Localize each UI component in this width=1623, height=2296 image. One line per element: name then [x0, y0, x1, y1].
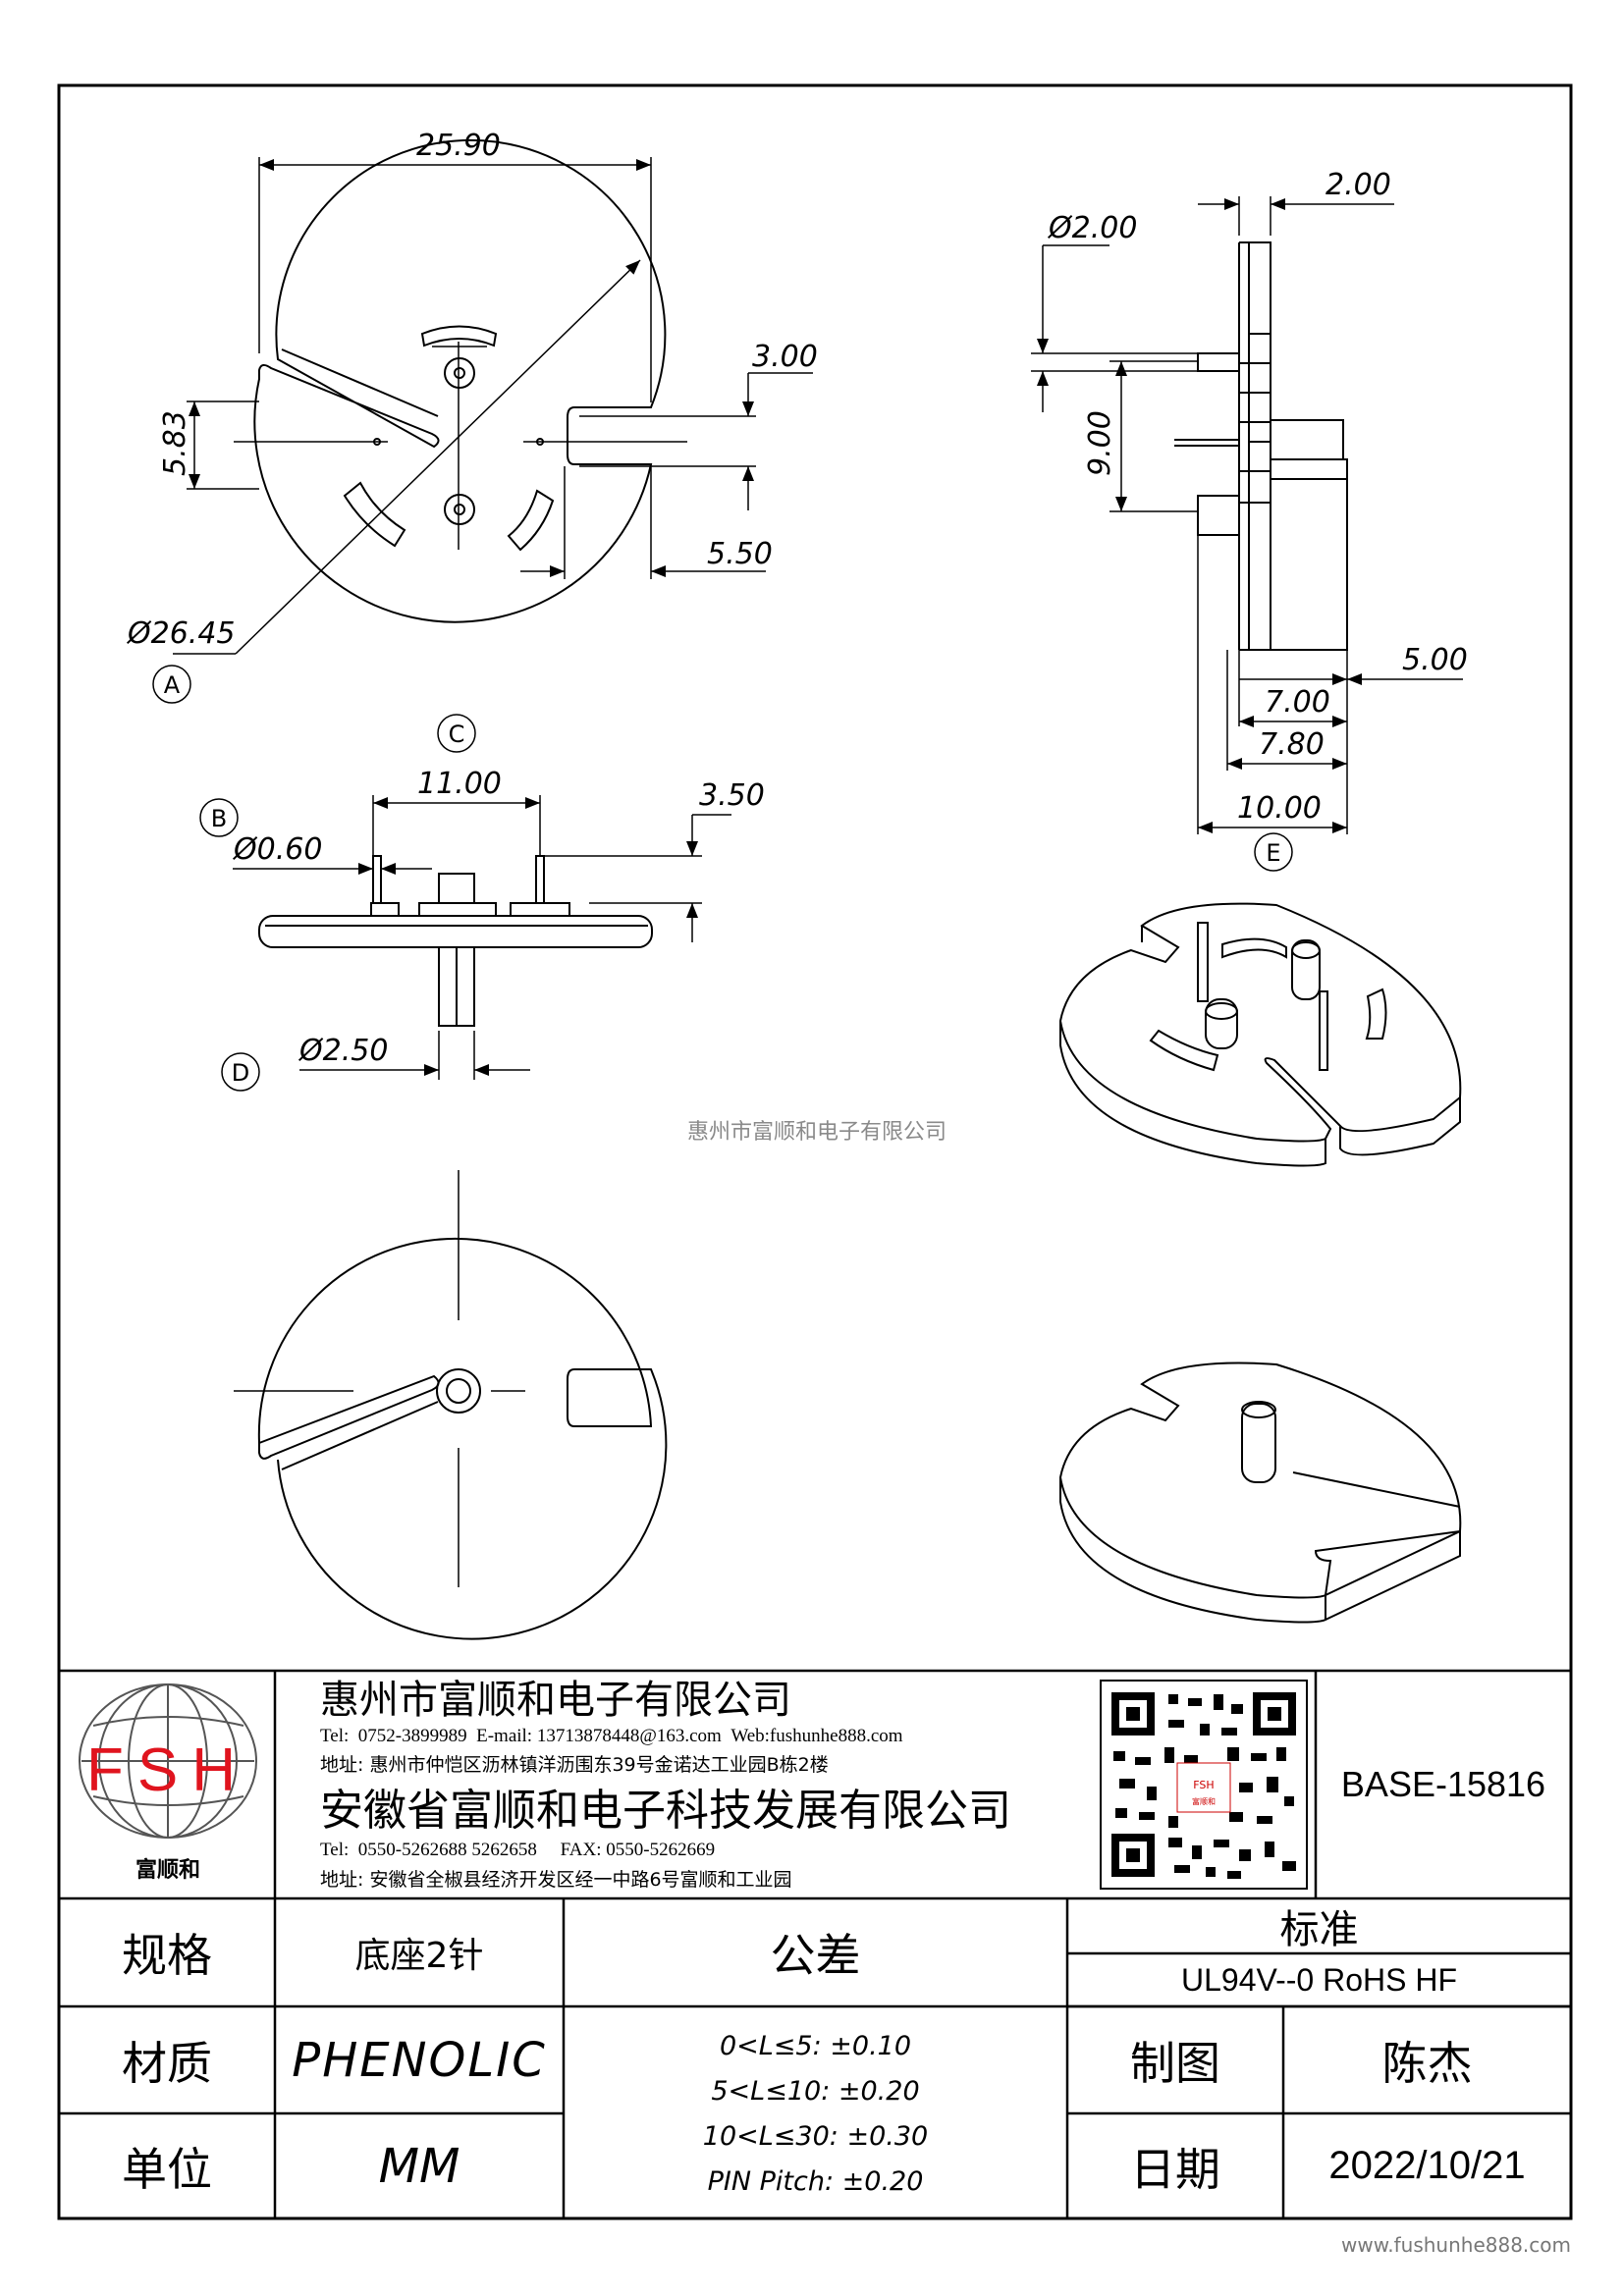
dim-5-00: 5.00 — [1402, 643, 1468, 677]
sheet-border — [57, 83, 1573, 2220]
logo-letters: FSH — [86, 1736, 249, 1804]
marker-c-circle — [437, 714, 476, 753]
qr-logo-caption: 富顺和 — [1192, 1796, 1216, 1806]
company1-contact: Tel: 0752-3899989 E-mail: 13713878448@16… — [320, 1724, 1086, 1749]
marker-a-circle — [152, 665, 191, 704]
part-number: BASE-15816 — [1340, 1764, 1546, 1804]
top-view-centerlines — [173, 259, 687, 655]
company1-web: Web:fushunhe888.com — [730, 1726, 903, 1746]
unit-value: MM — [378, 2138, 460, 2194]
material-value: PHENOLIC — [292, 2032, 547, 2088]
marker-a: A — [164, 671, 181, 699]
company1-tel-label: Tel: — [320, 1726, 350, 1746]
bottom-view-centerlines — [234, 1170, 525, 1587]
side-view-dimensions — [1031, 196, 1463, 834]
drawn-value: 陈杰 — [1381, 2036, 1473, 2090]
material-label: 材质 — [122, 2036, 212, 2090]
company-logo — [79, 1683, 257, 1839]
watermark: 惠州市富顺和电子有限公司 — [687, 1120, 947, 1145]
front-view — [258, 855, 653, 1027]
company2-name: 安徽省富顺和电子科技发展有限公司 — [320, 1786, 1011, 1836]
dim-pin-dia: Ø2.00 — [1047, 211, 1137, 245]
tolerance-label: 公差 — [770, 1929, 861, 1982]
dim-front-height: 3.50 — [699, 778, 765, 813]
company1-address: 地址: 惠州市仲恺区沥林镇洋沥围东39号金诺达工业园B栋2楼 — [320, 1753, 829, 1776]
marker-b-circle — [199, 798, 239, 837]
dim-side-thickness: 2.00 — [1325, 168, 1391, 202]
company2-fax: FAX: 0550-5262669 — [560, 1840, 716, 1860]
spec-label: 规格 — [122, 1929, 212, 1982]
tolerance-2: 5<L≤10: ±0.20 — [711, 2075, 920, 2107]
marker-c: C — [449, 721, 465, 748]
date-value: 2022/10/21 — [1328, 2144, 1526, 2187]
tolerance-3: 10<L≤30: ±0.30 — [702, 2120, 929, 2152]
drawn-label: 制图 — [1130, 2036, 1220, 2090]
company2-tel: 0550-5262688 5262658 — [357, 1840, 537, 1860]
company2-address: 地址: 安徽省全椒县经济开发区经一中路6号富顺和工业园 — [320, 1868, 792, 1891]
company1-name: 惠州市富顺和电子有限公司 — [320, 1678, 791, 1723]
dim-post-dia: Ø2.50 — [298, 1034, 388, 1068]
company2-contact: Tel: 0550-5262688 5262658 FAX: 0550-5262… — [320, 1838, 1086, 1863]
logo-caption: 富顺和 — [135, 1857, 200, 1883]
company1-tel: 0752-3899989 — [357, 1726, 467, 1746]
top-view-dimensions — [187, 157, 813, 579]
qr-logo-letters: FSH — [1193, 1779, 1214, 1791]
dim-notch-width: 5.50 — [707, 537, 773, 571]
tolerance-1: 0<L≤5: ±0.10 — [719, 2030, 912, 2061]
dim-front-pitch: 11.00 — [417, 767, 502, 801]
dim-7-00: 7.00 — [1265, 685, 1330, 720]
standard-label: 标准 — [1279, 1907, 1359, 1952]
footer-url: www.fushunhe888.com — [1341, 2233, 1571, 2257]
front-view-dimensions — [233, 795, 731, 1080]
iso-view-bottom — [1058, 1362, 1462, 1624]
dim-7-80: 7.80 — [1259, 727, 1325, 762]
dim-slot-width: 3.00 — [752, 340, 818, 374]
dim-left-offset: 5.83 — [158, 410, 192, 476]
marker-e: E — [1266, 839, 1280, 867]
dim-diameter: Ø26.45 — [126, 616, 236, 651]
dim-10-00: 10.00 — [1237, 791, 1322, 826]
bottom-view — [257, 1237, 668, 1640]
dim-top-width: 25.90 — [416, 129, 501, 163]
marker-d-circle — [221, 1052, 260, 1092]
spec-value: 底座2针 — [354, 1936, 484, 1976]
iso-view-top — [1058, 902, 1462, 1167]
company2-tel-label: Tel: — [320, 1840, 350, 1860]
title-block-grid — [59, 1669, 1571, 2218]
side-view — [1174, 241, 1348, 651]
tolerance-4: PIN Pitch: ±0.20 — [707, 2165, 924, 2197]
dim-pin-spacing: 9.00 — [1083, 410, 1117, 476]
unit-label: 单位 — [122, 2142, 212, 2196]
marker-e-circle — [1254, 832, 1293, 872]
marker-d: D — [232, 1059, 249, 1087]
date-label: 日期 — [1130, 2142, 1220, 2196]
standard-value: UL94V--0 RoHS HF — [1181, 1961, 1457, 1998]
top-view — [253, 138, 667, 623]
qr-code: FSH 富顺和 — [1100, 1680, 1308, 1890]
company1-email: E-mail: 13713878448@163.com — [476, 1726, 722, 1746]
dim-pin-thin: Ø0.60 — [232, 832, 322, 867]
marker-b: B — [211, 805, 227, 832]
